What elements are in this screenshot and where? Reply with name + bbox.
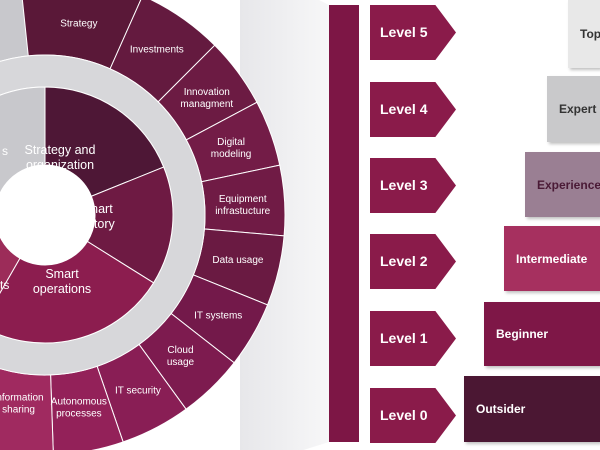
outer-segment-label-9: IT security — [115, 385, 161, 396]
level-3-marker: Level 3 — [370, 158, 456, 213]
inner-ring-lower-left — [0, 235, 21, 294]
left-partial-label-upper: s — [2, 144, 8, 158]
tier-label: Top — [580, 27, 600, 41]
tier-label: Beginner — [496, 327, 549, 341]
inner-segment-1 — [44, 86, 165, 197]
level-5-marker: Level 5 — [370, 5, 456, 60]
level-0-marker: Level 0 — [370, 388, 456, 443]
tier-beginner: Beginner — [484, 302, 600, 366]
outer-segment-label-11: Informationsharing — [0, 393, 44, 416]
level-axis-bar — [329, 5, 359, 442]
tier-label: Experience — [537, 177, 600, 192]
level-1-marker: Level 1 — [370, 311, 456, 366]
outer-segment-label-1: Strategy — [60, 18, 97, 29]
wheel-hub — [0, 166, 94, 264]
left-partial-label-lower: ts — [0, 278, 9, 292]
level-2-marker: Level 2 — [370, 234, 456, 289]
tier-experience: Experience — [525, 152, 600, 217]
outer-segment-label-7: IT systems — [194, 311, 242, 322]
tier-label: Expert — [559, 102, 597, 116]
outer-segment-label-2: Investments — [130, 45, 184, 56]
tier-label: Outsider — [476, 402, 526, 416]
tier-label: Intermediate — [516, 251, 588, 266]
outer-segment-label-6: Data usage — [212, 255, 264, 266]
tier-top: Top — [568, 0, 600, 68]
tier-intermediate: Intermediate — [504, 226, 600, 291]
inner-segment-2 — [86, 166, 174, 284]
inner-ring-gray-quadrant — [0, 86, 46, 195]
tier-outsider: Outsider — [464, 376, 600, 442]
level-4-marker: Level 4 — [370, 82, 456, 137]
tier-expert: Expert — [547, 76, 600, 142]
inner-segment-3 — [0, 240, 155, 344]
